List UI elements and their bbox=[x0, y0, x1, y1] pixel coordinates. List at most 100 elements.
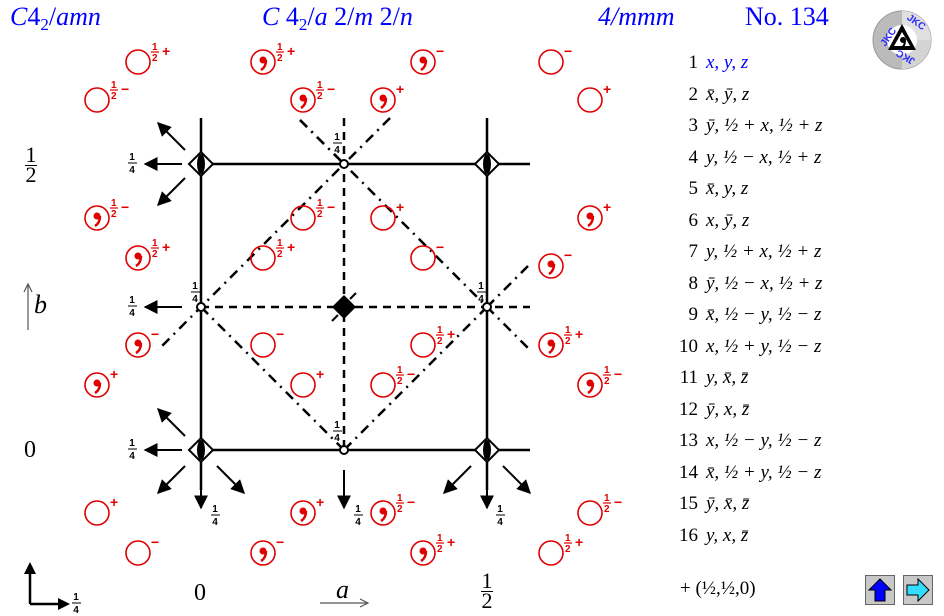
position-circle-icon: + bbox=[370, 199, 404, 231]
b-axis-label: b bbox=[34, 290, 47, 319]
svg-text:4: 4 bbox=[334, 433, 340, 444]
general-positions: 12+12+−−12−12−++12−12−++12+12+−−−−12+12+… bbox=[84, 42, 622, 566]
position-comma-icon: − bbox=[538, 247, 572, 279]
svg-text:1: 1 bbox=[437, 325, 443, 336]
svg-text:−: − bbox=[614, 494, 622, 510]
svg-text:−: − bbox=[151, 326, 159, 342]
svg-text:2: 2 bbox=[152, 53, 158, 64]
svg-text:1: 1 bbox=[152, 42, 158, 53]
svg-text:2: 2 bbox=[277, 53, 283, 64]
svg-text:4: 4 bbox=[129, 308, 135, 319]
svg-text:−: − bbox=[614, 366, 622, 382]
operation-expression: x, ½ + y, ½ − z bbox=[706, 335, 822, 357]
operation-number: 4 bbox=[688, 146, 699, 168]
operation-number: 12 bbox=[679, 398, 698, 420]
position-comma-icon: 12− bbox=[370, 493, 415, 526]
position-comma-icon: 12− bbox=[577, 365, 622, 398]
operation-number: 5 bbox=[688, 178, 699, 199]
operation-expression: ȳ, x, z̄ bbox=[706, 398, 750, 420]
position-circle-icon: − bbox=[125, 534, 159, 566]
svg-text:4: 4 bbox=[129, 165, 135, 176]
svg-text:4: 4 bbox=[334, 145, 340, 156]
svg-text:2: 2 bbox=[604, 504, 610, 515]
svg-text:4: 4 bbox=[192, 294, 198, 305]
svg-text:1: 1 bbox=[334, 132, 340, 143]
operation-expression: y, x, z̄ bbox=[706, 524, 749, 546]
svg-text:−: − bbox=[151, 534, 159, 550]
svg-text:+: + bbox=[447, 534, 455, 550]
svg-text:1: 1 bbox=[152, 238, 158, 249]
svg-text:4: 4 bbox=[129, 451, 135, 462]
position-comma-icon: 12 + bbox=[125, 238, 170, 271]
position-comma-icon: 12 + bbox=[250, 42, 295, 75]
position-circle-icon: 12− bbox=[577, 493, 622, 526]
svg-text:1: 1 bbox=[604, 493, 610, 504]
next-button[interactable] bbox=[903, 575, 933, 605]
svg-text:2: 2 bbox=[111, 91, 117, 102]
space-group-number: No. 134 bbox=[745, 2, 829, 31]
svg-text:−: − bbox=[407, 366, 415, 382]
svg-text:1: 1 bbox=[192, 281, 198, 292]
svg-text:1: 1 bbox=[397, 365, 403, 376]
svg-text:+: + bbox=[575, 534, 583, 550]
operation-expression: ȳ, ½ + x, ½ + z bbox=[706, 115, 823, 136]
short-hm-symbol: C42/amn bbox=[10, 2, 101, 34]
operation-number: 8 bbox=[688, 272, 699, 294]
svg-text:1: 1 bbox=[129, 438, 135, 449]
up-arrow-icon bbox=[867, 578, 893, 602]
a-axis-label: a bbox=[336, 575, 349, 604]
up-button[interactable] bbox=[865, 575, 895, 605]
position-circle-icon: + bbox=[577, 81, 611, 113]
centering-vector: + (½,½,0) bbox=[680, 578, 756, 599]
symmetry-operation: 12 ȳ, x, z̄ bbox=[660, 399, 749, 429]
inversion-centers bbox=[196, 159, 492, 455]
rotoinversion-axes bbox=[187, 150, 501, 464]
operation-number: 9 bbox=[688, 304, 699, 325]
svg-text:1: 1 bbox=[565, 533, 571, 544]
svg-text:1: 1 bbox=[317, 80, 323, 91]
svg-text:1: 1 bbox=[129, 152, 135, 163]
operation-number: 7 bbox=[688, 241, 699, 262]
operation-number: 3 bbox=[688, 115, 699, 136]
svg-text:−: − bbox=[436, 43, 444, 59]
position-comma-icon: + bbox=[577, 199, 611, 231]
axis-arrows bbox=[23, 282, 370, 608]
operation-expression: x, ȳ, z bbox=[706, 209, 750, 231]
svg-text:4: 4 bbox=[478, 294, 484, 305]
svg-text:1: 1 bbox=[129, 295, 135, 306]
position-comma-icon: 12− bbox=[290, 80, 335, 113]
position-circle-icon: 12− bbox=[84, 80, 129, 113]
svg-text:+: + bbox=[162, 239, 170, 255]
operation-number: 1 bbox=[688, 52, 699, 73]
operation-expression: y, ½ + x, ½ + z bbox=[706, 241, 822, 262]
space-group-diagram: 14 14 14 14 14 14 14 14 14 14 14 12+12+−… bbox=[23, 42, 622, 616]
position-circle-icon: + bbox=[290, 366, 324, 398]
position-comma-icon: − bbox=[125, 326, 159, 358]
operation-number: 14 bbox=[679, 461, 698, 483]
svg-text:−: − bbox=[407, 494, 415, 510]
svg-text:2: 2 bbox=[317, 91, 323, 102]
operation-number: 16 bbox=[679, 524, 698, 546]
position-comma-icon: 12+ bbox=[410, 533, 455, 566]
position-circle-icon: − bbox=[410, 239, 444, 271]
operation-number: 11 bbox=[679, 367, 698, 388]
svg-text:1: 1 bbox=[277, 42, 283, 53]
svg-text:1: 1 bbox=[355, 504, 361, 515]
svg-text:+: + bbox=[287, 43, 295, 59]
symmetry-operation: 6 x, ȳ, z bbox=[660, 209, 750, 240]
svg-text:+: + bbox=[575, 326, 583, 342]
operation-number: 6 bbox=[688, 209, 699, 231]
operation-number: 15 bbox=[679, 493, 698, 514]
svg-text:−: − bbox=[276, 534, 284, 550]
twofold-axis-arrows bbox=[143, 122, 531, 510]
svg-text:2: 2 bbox=[437, 336, 443, 347]
svg-text:4: 4 bbox=[497, 517, 503, 528]
right-arrow-icon bbox=[906, 577, 930, 603]
operation-expression: x̄, ȳ, z bbox=[706, 83, 750, 105]
svg-text:2: 2 bbox=[152, 249, 158, 260]
